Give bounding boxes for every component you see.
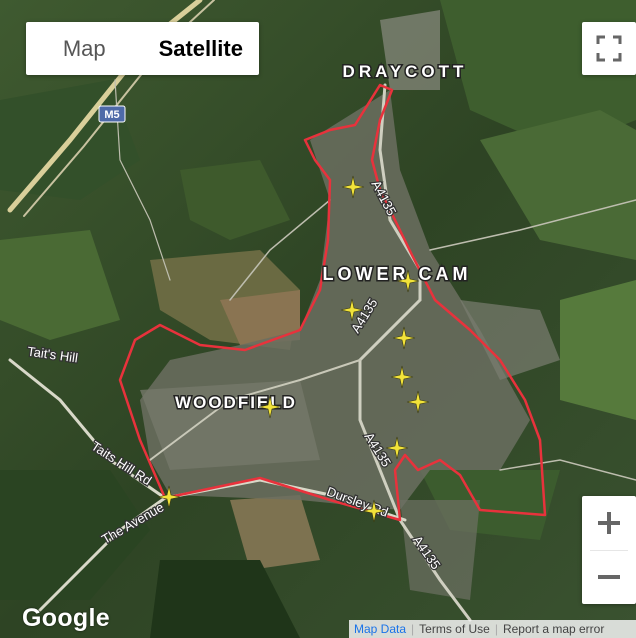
marker-sparkle-icon[interactable]: [385, 436, 409, 460]
zoom-in-button[interactable]: [582, 496, 636, 550]
marker-sparkle-icon[interactable]: [258, 395, 282, 419]
report-map-error-link[interactable]: Report a map error: [502, 622, 605, 636]
marker-sparkle-icon[interactable]: [157, 485, 181, 509]
attribution-bar: Map Data | Terms of Use | Report a map e…: [349, 620, 636, 638]
ward-boundary: [118, 83, 547, 522]
zoom-control: [582, 496, 636, 604]
marker-sparkle-icon[interactable]: [406, 390, 430, 414]
marker-sparkle-icon[interactable]: [341, 175, 365, 199]
map-data-link[interactable]: Map Data: [354, 622, 407, 636]
attribution-separator: |: [411, 622, 415, 636]
map-type-control: Map Satellite: [26, 22, 259, 75]
road-network: [7, 0, 636, 622]
map-type-satellite-button[interactable]: Satellite: [158, 35, 243, 61]
map-type-map-button[interactable]: Map: [62, 35, 106, 61]
terms-of-use-link[interactable]: Terms of Use: [419, 622, 490, 636]
marker-sparkle-icon[interactable]: [396, 269, 420, 293]
attribution-separator: |: [494, 622, 498, 636]
marker-sparkle-icon[interactable]: [362, 499, 386, 523]
zoom-out-button[interactable]: [582, 550, 636, 604]
fullscreen-icon: [596, 35, 622, 62]
google-logo[interactable]: Google: [22, 604, 110, 632]
marker-sparkle-icon[interactable]: [392, 326, 416, 350]
marker-sparkle-icon[interactable]: [340, 298, 364, 322]
fullscreen-button[interactable]: [582, 22, 636, 75]
marker-sparkle-icon[interactable]: [390, 365, 414, 389]
zoom-divider: [590, 550, 628, 551]
